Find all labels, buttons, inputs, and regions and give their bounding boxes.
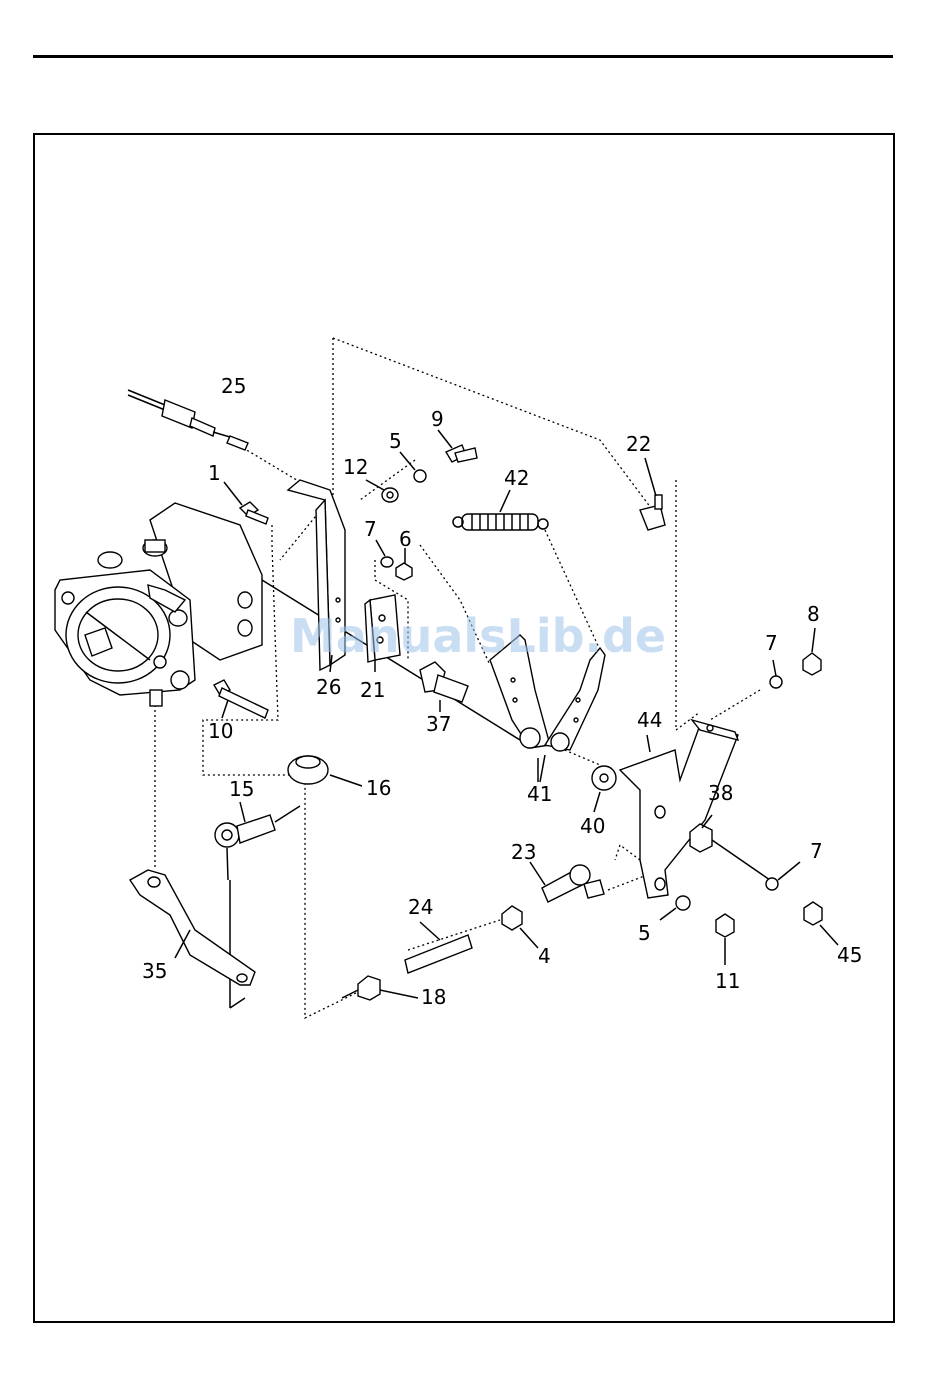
bracket-part-44 — [620, 720, 738, 898]
label-42: 42 — [504, 466, 529, 490]
hardware-top — [366, 430, 477, 580]
label-7-lower: 7 — [810, 839, 823, 863]
watermark: ManualsLib.de — [290, 609, 666, 663]
label-26: 26 — [316, 675, 341, 699]
label-4: 4 — [538, 944, 551, 968]
label-1: 1 — [208, 461, 221, 485]
knob-part-16 — [288, 756, 362, 786]
label-35: 35 — [142, 959, 167, 983]
label-44: 44 — [637, 708, 662, 732]
fitting-part-22 — [640, 458, 665, 530]
label-6: 6 — [399, 527, 412, 551]
label-8: 8 — [807, 602, 820, 626]
label-10: 10 — [208, 719, 233, 743]
label-7-right: 7 — [765, 631, 778, 655]
assembly-dotted-lines — [155, 338, 760, 1018]
label-12: 12 — [343, 455, 368, 479]
label-5-bottom: 5 — [638, 921, 651, 945]
label-16: 16 — [366, 776, 391, 800]
rod-part-24 — [342, 922, 472, 1000]
label-23: 23 — [511, 840, 536, 864]
label-25: 25 — [221, 374, 246, 398]
bolt-part-10 — [214, 680, 268, 718]
rod-end-part-23 — [502, 862, 604, 948]
bolt-part-37 — [420, 662, 468, 712]
label-9: 9 — [431, 407, 444, 431]
label-38: 38 — [708, 781, 733, 805]
bolt-part-1 — [224, 482, 268, 524]
label-24: 24 — [408, 895, 433, 919]
label-15: 15 — [229, 777, 254, 801]
spring-part-42 — [453, 490, 548, 530]
label-11: 11 — [715, 969, 740, 993]
label-22: 22 — [626, 432, 651, 456]
label-41: 41 — [527, 782, 552, 806]
label-45: 45 — [837, 943, 862, 967]
label-37: 37 — [426, 712, 451, 736]
label-40: 40 — [580, 814, 605, 838]
label-21: 21 — [360, 678, 385, 702]
label-18: 18 — [421, 985, 446, 1009]
label-7-top: 7 — [364, 517, 377, 541]
label-5-top: 5 — [389, 429, 402, 453]
cable-part-25 — [128, 390, 248, 450]
